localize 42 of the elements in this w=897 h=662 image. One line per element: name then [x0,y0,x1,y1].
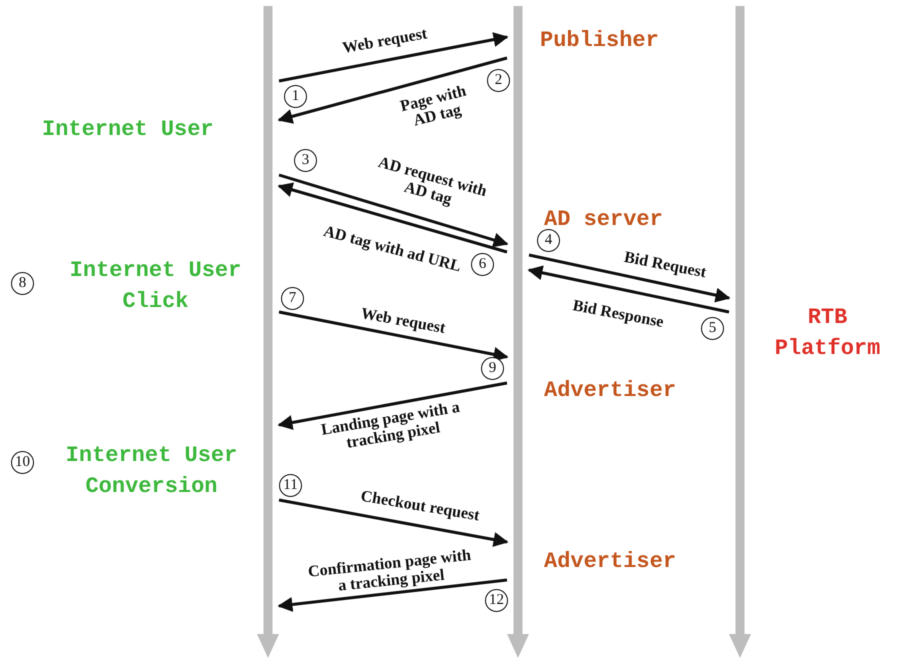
participant-label: Publisher [540,27,659,55]
message-label: Bid Response [570,296,666,334]
step-number: 9 [481,357,504,380]
participant-label: RTB Platform [774,304,882,363]
message-label: Checkout request [358,486,482,526]
participant-label: Advertiser [544,377,676,405]
event-label: Internet User Click [68,257,242,316]
participant-label: Internet User [42,116,214,144]
message-arrow [278,32,508,82]
step-number: 7 [281,287,304,310]
message-label: Confirmation page with a tracking pixel [306,548,472,596]
step-number: 3 [294,149,317,172]
message-label: AD tag with ad URL [320,222,464,278]
lifeline-arrow [729,6,751,658]
participant-label: Advertiser [544,548,676,576]
message-arrow [278,56,508,124]
step-number: 5 [701,317,724,340]
step-number: 6 [471,253,494,276]
message-label: Web request [358,304,448,340]
step-number: 10 [11,451,34,474]
step-number: 2 [487,69,510,92]
message-label: Bid Request [622,248,709,284]
message-arrow [278,382,508,430]
event-label: Internet User Conversion [64,442,238,501]
message-label: Web request [340,24,430,59]
step-number: 1 [284,85,307,108]
message-arrow [528,254,730,302]
message-label: Landing page with a tracking pixel [319,399,462,454]
message-arrow [278,578,508,612]
message-arrow [278,182,508,254]
step-number: 8 [11,272,34,295]
message-label: Page with AD tag [397,82,468,132]
message-arrow [528,265,730,314]
message-arrow [278,310,508,362]
step-number: 4 [537,229,560,252]
message-arrow [278,174,508,248]
step-number: 12 [485,589,508,612]
message-arrow [278,498,508,547]
lifeline-arrow [257,6,279,658]
message-label: AD request with AD tag [375,152,490,210]
lifeline-arrow [507,6,529,658]
step-number: 11 [279,474,302,497]
